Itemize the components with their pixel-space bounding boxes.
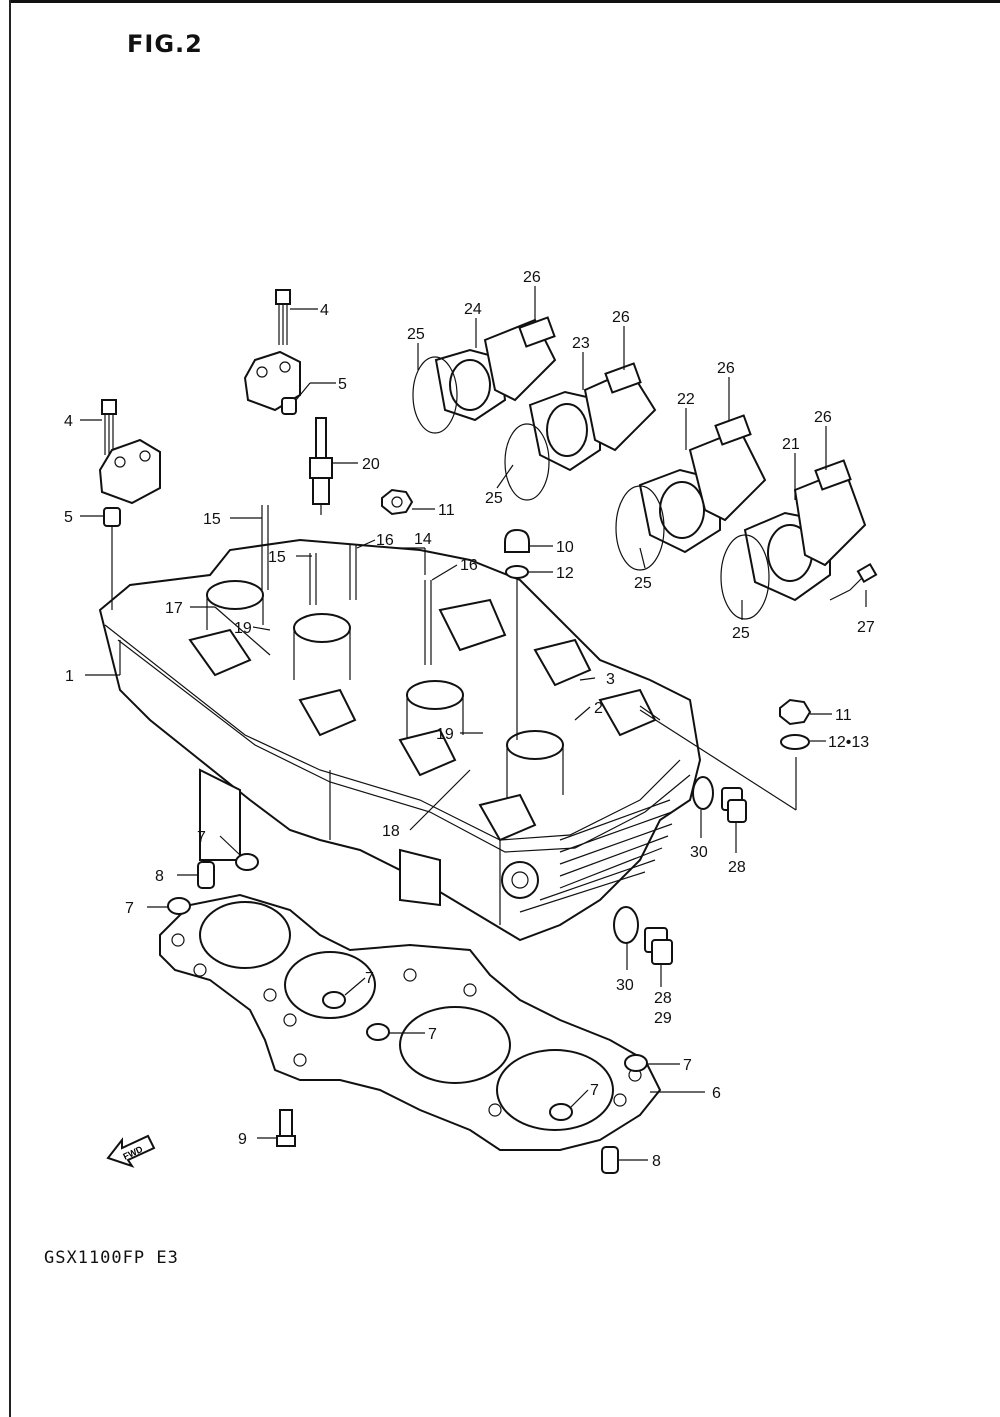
o-ring-25-b bbox=[504, 423, 550, 501]
spark-plug bbox=[309, 417, 333, 515]
nut-upper bbox=[381, 488, 414, 516]
callout-23: 23 bbox=[572, 335, 590, 352]
callout-9: 9 bbox=[238, 1131, 247, 1148]
cam-holder-bolt-upper bbox=[275, 289, 291, 345]
callout-labels: 1 2 3 4 4 5 5 6 7 7 7 7 7 7 8 8 9 10 11 … bbox=[64, 269, 875, 1170]
head-gasket bbox=[159, 893, 662, 1151]
callout-7-b: 7 bbox=[125, 900, 134, 917]
dowel-8-lower bbox=[601, 1146, 619, 1174]
callout-26-c: 26 bbox=[717, 360, 735, 377]
o-ring-25-a bbox=[412, 356, 458, 434]
dowel-8-upper bbox=[197, 861, 215, 889]
washer-upper bbox=[505, 565, 529, 579]
intake-pipe-24 bbox=[434, 316, 557, 422]
callout-7-a: 7 bbox=[197, 829, 206, 846]
callout-15-b: 15 bbox=[268, 549, 286, 566]
callout-3: 3 bbox=[606, 671, 615, 688]
seals-7 bbox=[167, 853, 648, 1121]
cap-nut bbox=[504, 528, 530, 553]
callout-25-b: 25 bbox=[485, 490, 503, 507]
intake-pipe-21 bbox=[743, 459, 867, 602]
bolt-9 bbox=[276, 1109, 296, 1147]
callout-16-b: 16 bbox=[460, 557, 478, 574]
callout-22: 22 bbox=[677, 391, 695, 408]
callout-26-d: 26 bbox=[814, 409, 832, 426]
callout-1: 1 bbox=[65, 668, 74, 685]
nut-right bbox=[779, 698, 812, 726]
callout-11-upper: 11 bbox=[438, 502, 455, 519]
callout-7-c: 7 bbox=[365, 970, 374, 987]
callout-25-c: 25 bbox=[634, 575, 652, 592]
callout-17: 17 bbox=[165, 600, 183, 617]
callout-12-13: 12•13 bbox=[828, 734, 869, 751]
callout-26-b: 26 bbox=[612, 309, 630, 326]
intake-pipe-22 bbox=[638, 414, 767, 554]
page-left-border bbox=[9, 0, 11, 1417]
fwd-arrow-icon: FWD bbox=[106, 1134, 156, 1168]
model-code: GSX1100FP E3 bbox=[44, 1248, 179, 1268]
cylinder-head bbox=[98, 538, 702, 942]
callout-16-a: 16 bbox=[376, 532, 394, 549]
callout-26-a: 26 bbox=[523, 269, 541, 286]
callout-11-right: 11 bbox=[835, 707, 852, 724]
callout-12-upper: 12 bbox=[556, 565, 574, 582]
callout-20: 20 bbox=[362, 456, 380, 473]
callout-27: 27 bbox=[857, 619, 875, 636]
clamp-screw-27 bbox=[849, 562, 878, 591]
callout-24: 24 bbox=[464, 301, 482, 318]
stud-bolts bbox=[261, 505, 432, 665]
callout-7-d: 7 bbox=[428, 1026, 437, 1043]
dowel-pin-upper bbox=[281, 397, 297, 415]
callout-15-a: 15 bbox=[203, 511, 221, 528]
callout-30-lower: 30 bbox=[616, 977, 634, 994]
callout-7-f: 7 bbox=[590, 1082, 599, 1099]
callout-28-lower: 28 bbox=[654, 990, 672, 1007]
page-top-border bbox=[10, 0, 1000, 3]
callout-4-upper: 4 bbox=[320, 302, 329, 319]
figure-title: FIG.2 bbox=[127, 30, 203, 58]
cam-holder-bolt-lower bbox=[101, 399, 117, 455]
plug-28-upper bbox=[721, 787, 747, 823]
callout-25-a: 25 bbox=[407, 326, 425, 343]
callout-5-upper: 5 bbox=[338, 376, 347, 393]
leader-lines bbox=[80, 286, 867, 1161]
plug-28-lower bbox=[644, 927, 673, 965]
callout-28-upper: 28 bbox=[728, 859, 746, 876]
callout-14: 14 bbox=[414, 531, 432, 548]
dowel-pin-lower bbox=[103, 507, 121, 527]
callout-30-upper: 30 bbox=[690, 844, 708, 861]
cam-holder-lower bbox=[98, 438, 161, 505]
callout-21: 21 bbox=[782, 436, 800, 453]
callout-10: 10 bbox=[556, 539, 574, 556]
gasket-30-lower bbox=[613, 906, 639, 944]
gasket-30-upper bbox=[692, 776, 714, 810]
callout-7-e: 7 bbox=[683, 1057, 692, 1074]
o-ring-25-c bbox=[615, 485, 665, 571]
cam-holder-upper bbox=[243, 350, 301, 412]
callout-19-a: 19 bbox=[234, 620, 252, 637]
callout-8-upper: 8 bbox=[155, 868, 164, 885]
callout-4-lower: 4 bbox=[64, 413, 73, 430]
intake-pipe-23 bbox=[528, 362, 657, 472]
callout-29: 29 bbox=[654, 1010, 672, 1027]
callout-18: 18 bbox=[382, 823, 400, 840]
washer-right bbox=[780, 734, 810, 750]
callout-25-d: 25 bbox=[732, 625, 750, 642]
callout-6: 6 bbox=[712, 1085, 721, 1102]
callout-19-b: 19 bbox=[436, 726, 454, 743]
o-ring-25-d bbox=[720, 534, 770, 620]
callout-2: 2 bbox=[594, 700, 603, 717]
callout-8-lower: 8 bbox=[652, 1153, 661, 1170]
callout-5-lower: 5 bbox=[64, 509, 73, 526]
